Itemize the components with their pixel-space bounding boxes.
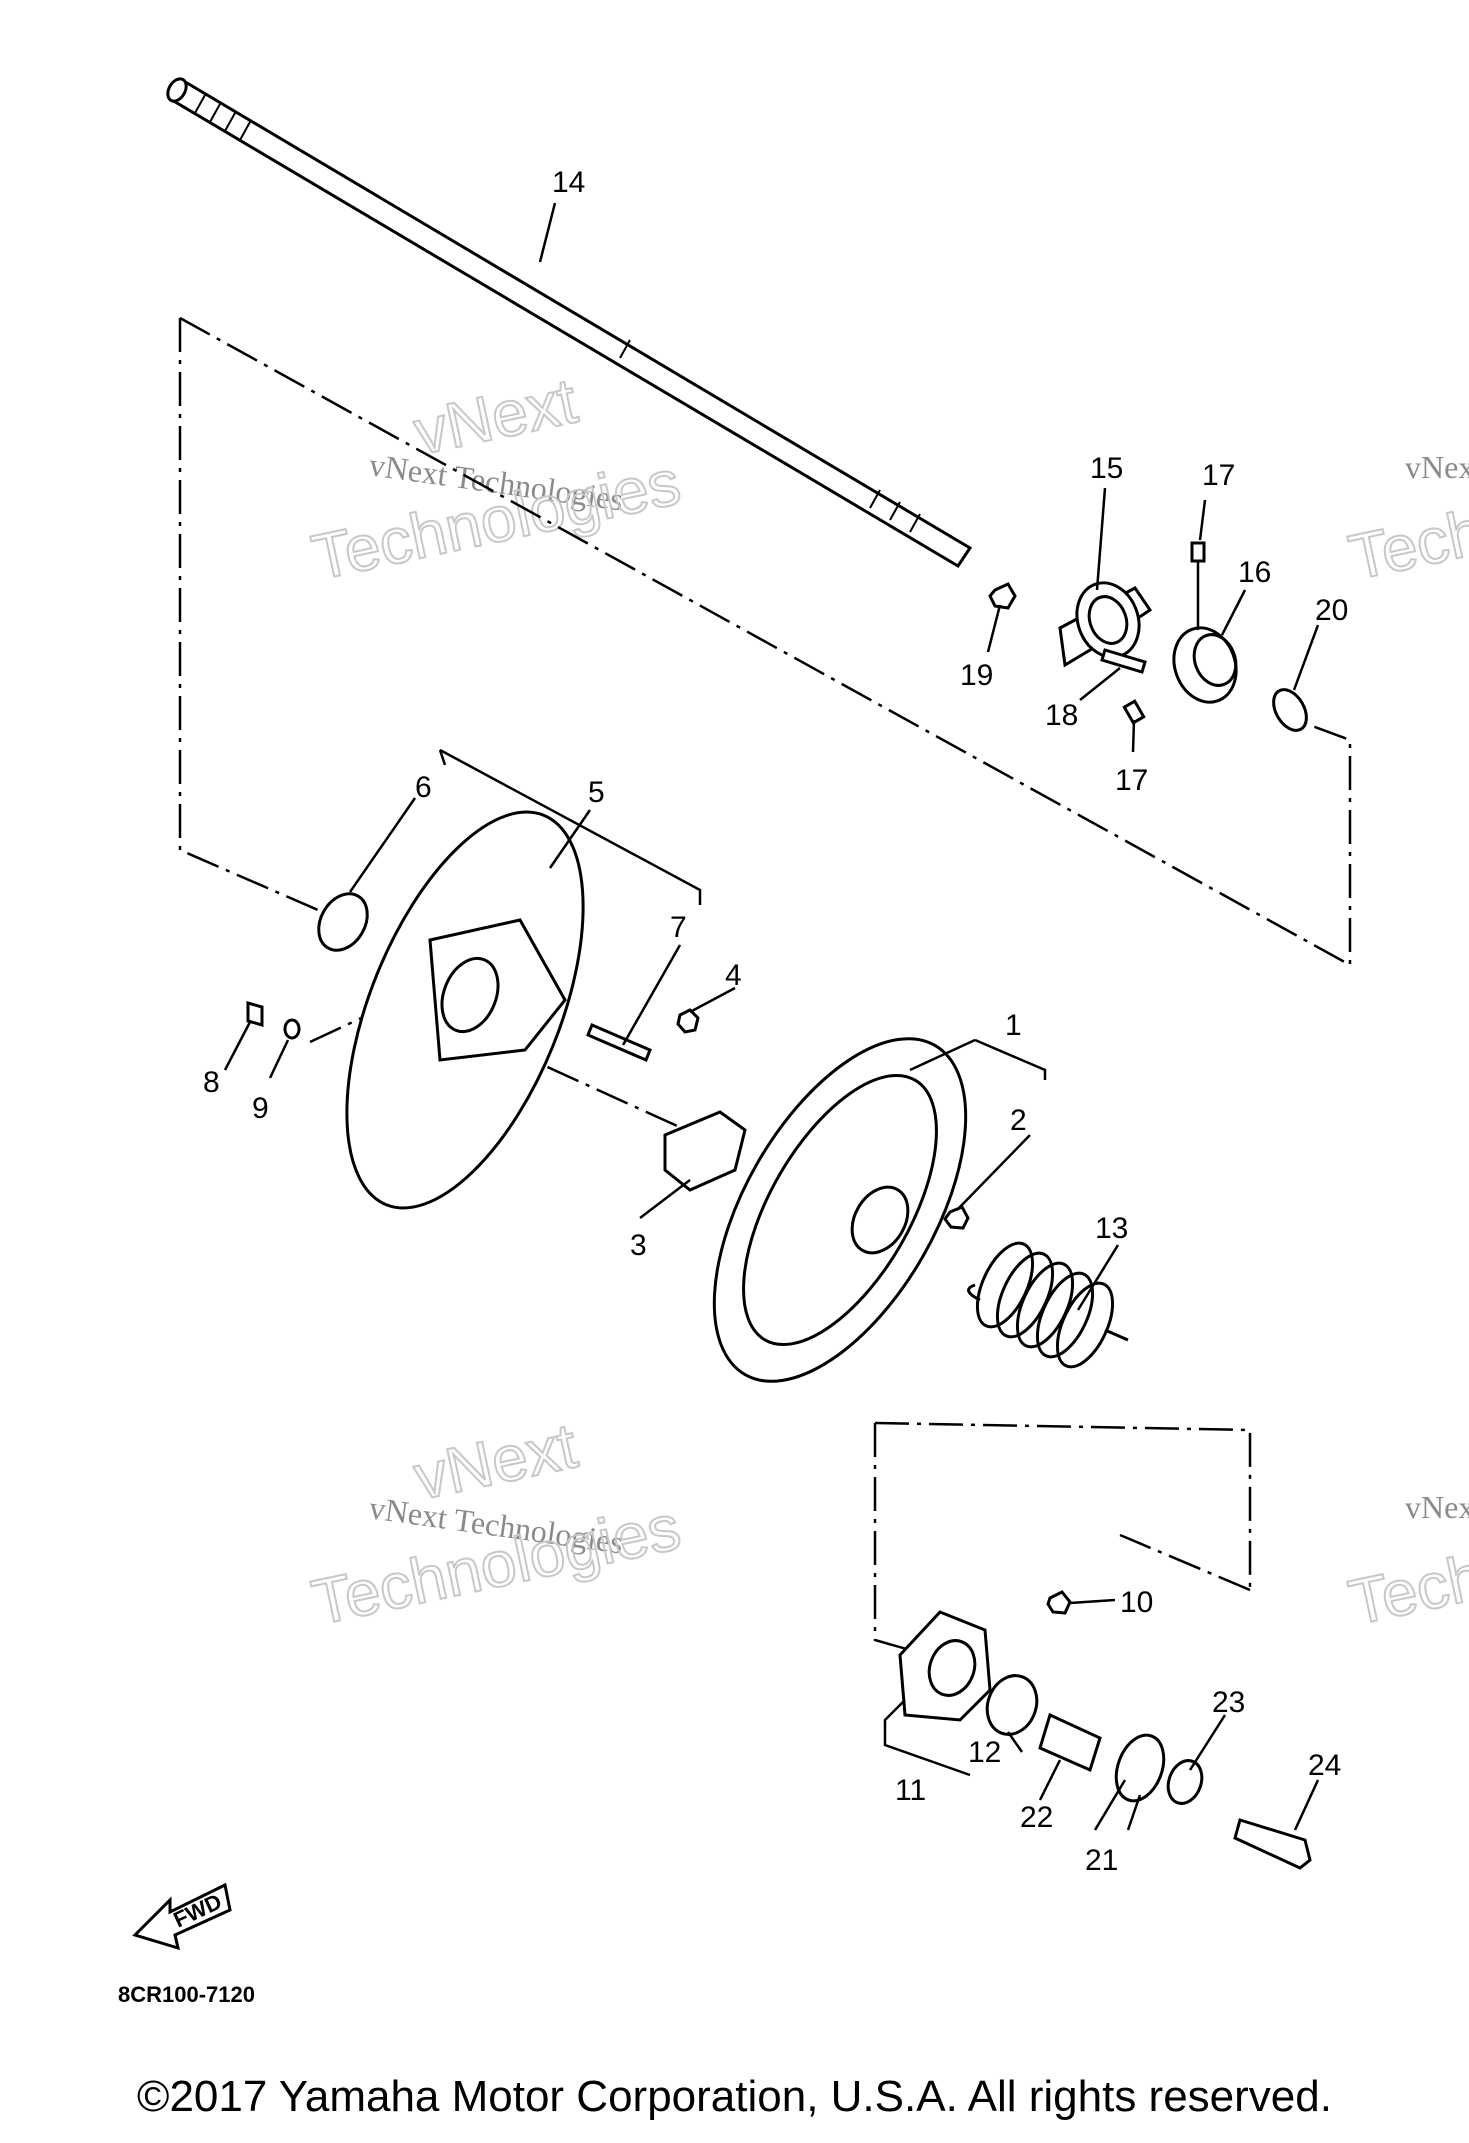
callout-12: 12 (968, 1736, 1001, 1769)
callout-16: 16 (1238, 556, 1271, 589)
callout-13: 13 (1095, 1212, 1128, 1245)
callout-11: 11 (895, 1774, 926, 1807)
diagram-code: 8CR100-7120 (118, 1982, 255, 2007)
callout-21: 21 (1085, 1844, 1118, 1877)
bearing-housing-part-15 (1058, 581, 1153, 668)
callout-17-top: 17 (1202, 459, 1235, 492)
sheave-part-1 (712, 1037, 968, 1383)
watermark-text: vNext Technologies (1405, 1489, 1469, 1525)
callout-2: 2 (1010, 1104, 1027, 1137)
callout-6: 6 (415, 771, 432, 804)
callout-9: 9 (252, 1092, 269, 1125)
bolt-part-18 (1100, 648, 1147, 674)
callout-19: 19 (960, 659, 993, 692)
callout-3: 3 (630, 1229, 647, 1262)
callout-1: 1 (1005, 1009, 1022, 1042)
callout-15: 15 (1090, 452, 1123, 485)
set-screw-part-17b (1122, 699, 1146, 725)
gasket-part-3 (663, 1110, 747, 1192)
sheave-part-5 (345, 810, 585, 1210)
callout-23: 23 (1212, 1686, 1245, 1719)
shaft-part-14 (166, 77, 973, 569)
collar-part-22 (1038, 1712, 1102, 1773)
cam-part-11 (898, 1610, 992, 1722)
screw-part-2 (943, 1205, 970, 1230)
bushing-part-12 (985, 1674, 1039, 1736)
callout-18: 18 (1045, 699, 1078, 732)
screw-part-4 (676, 1008, 700, 1034)
callout-20: 20 (1315, 594, 1348, 627)
copyright-footer: ©2017 Yamaha Motor Corporation, U.S.A. A… (137, 2072, 1332, 2121)
callout-7: 7 (670, 911, 687, 944)
callout-5: 5 (588, 776, 605, 809)
roller-part-21 (1114, 1733, 1166, 1803)
bearing-part-16 (1172, 626, 1238, 704)
watermark-top: vNext vNext Technologies Technologies (305, 363, 687, 594)
pin-part-7 (586, 1023, 652, 1062)
washer-part-20 (1272, 688, 1308, 732)
callout-labels: 1 2 3 4 5 6 7 8 9 10 11 12 13 14 15 16 1… (203, 166, 1348, 1877)
screw-part-8 (246, 1001, 264, 1027)
bolt-part-24 (1233, 1818, 1312, 1870)
callout-24: 24 (1308, 1749, 1341, 1782)
fwd-arrow-icon: FWD (132, 1882, 232, 1951)
spring-part-13 (967, 1241, 1129, 1369)
callout-17-bottom: 17 (1115, 764, 1148, 797)
bushing-part-6 (317, 892, 369, 952)
callout-8: 8 (203, 1066, 220, 1099)
watermark-text: vNext Technologies (1405, 449, 1469, 485)
watermark-middle: vNext vNext Technologies Technologies (305, 1408, 687, 1639)
watermark-right-edge: vNext Technologies Technologies vNext Te… (1342, 445, 1469, 1640)
leader-lines (223, 202, 1320, 1831)
callout-22: 22 (1020, 1801, 1053, 1834)
nut-part-19 (988, 582, 1017, 610)
washer-part-23 (1166, 1759, 1204, 1805)
washer-part-9 (283, 1018, 301, 1040)
set-screw-part-17 (1190, 541, 1206, 563)
callout-4: 4 (725, 959, 742, 992)
watermark-vnext: vNext (408, 364, 583, 468)
callout-14: 14 (552, 166, 585, 199)
callout-10: 10 (1120, 1586, 1153, 1619)
nut-part-10 (1046, 1590, 1072, 1615)
